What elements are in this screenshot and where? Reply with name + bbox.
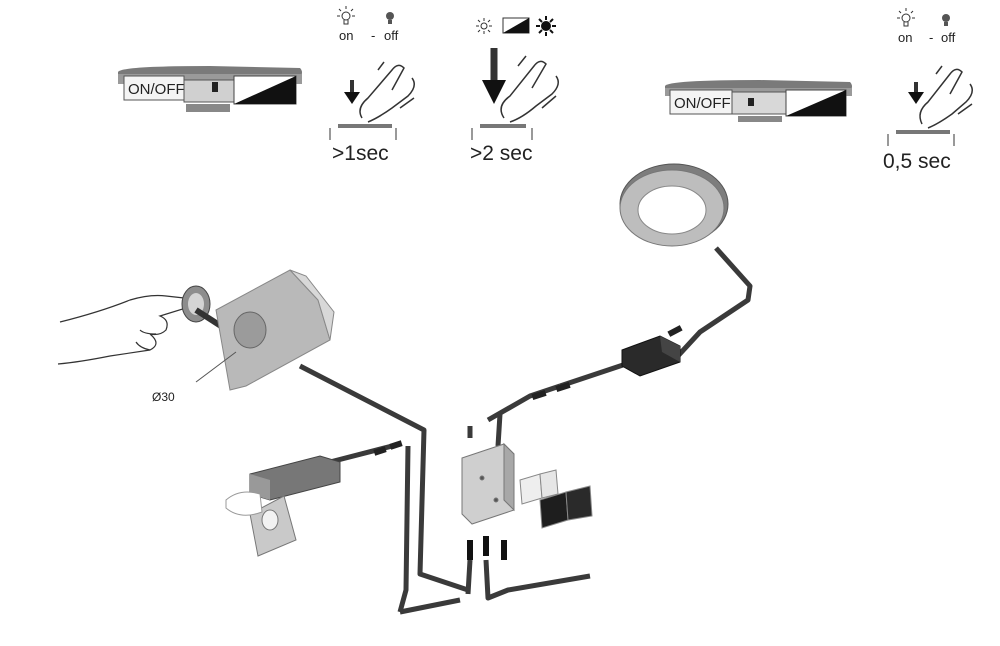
bulb-off-icon-left	[386, 12, 394, 24]
led-driver	[249, 455, 341, 501]
sun-dim-icon	[476, 18, 492, 34]
adhesive-pads	[519, 469, 593, 529]
dimming-ramp-icon	[502, 17, 530, 34]
duration-label-middle: >2 sec	[470, 142, 533, 165]
mounting-block	[215, 269, 335, 391]
diameter-label: Ø30	[152, 390, 175, 404]
diameter-leader-line	[195, 351, 237, 383]
off-label-right: off	[941, 30, 956, 45]
wall-socket	[225, 491, 297, 557]
off-label-left: off	[384, 28, 399, 43]
switch-illustration-left: ON/OFF	[118, 66, 302, 112]
duration-label-right: 0,5 sec	[883, 150, 951, 173]
switch-illustration-right: ON/OFF	[665, 80, 852, 122]
duration-label-left: >1sec	[332, 142, 389, 165]
separator-right: -	[929, 30, 934, 45]
bulb-on-icon-right	[897, 8, 915, 27]
distributor-box	[621, 335, 681, 377]
finger-press-icon-middle	[471, 48, 559, 140]
cable-connectors	[373, 325, 683, 456]
separator-left: -	[371, 28, 376, 43]
on-label-right: on	[898, 30, 913, 45]
connector-pins	[467, 536, 507, 560]
switch-label-right: ON/OFF	[674, 95, 731, 112]
finger-press-icon-left	[329, 61, 415, 140]
bulb-off-icon-right	[942, 14, 950, 26]
bulb-on-icon-left	[337, 6, 355, 25]
finger-press-icon-right	[887, 65, 973, 146]
sun-bright-icon	[536, 16, 556, 36]
control-box	[461, 442, 515, 525]
hand-illustration	[57, 294, 190, 365]
led-downlight	[619, 163, 729, 247]
on-label-left: on	[339, 28, 354, 43]
switch-label-left: ON/OFF	[128, 81, 185, 98]
cables	[298, 246, 753, 615]
